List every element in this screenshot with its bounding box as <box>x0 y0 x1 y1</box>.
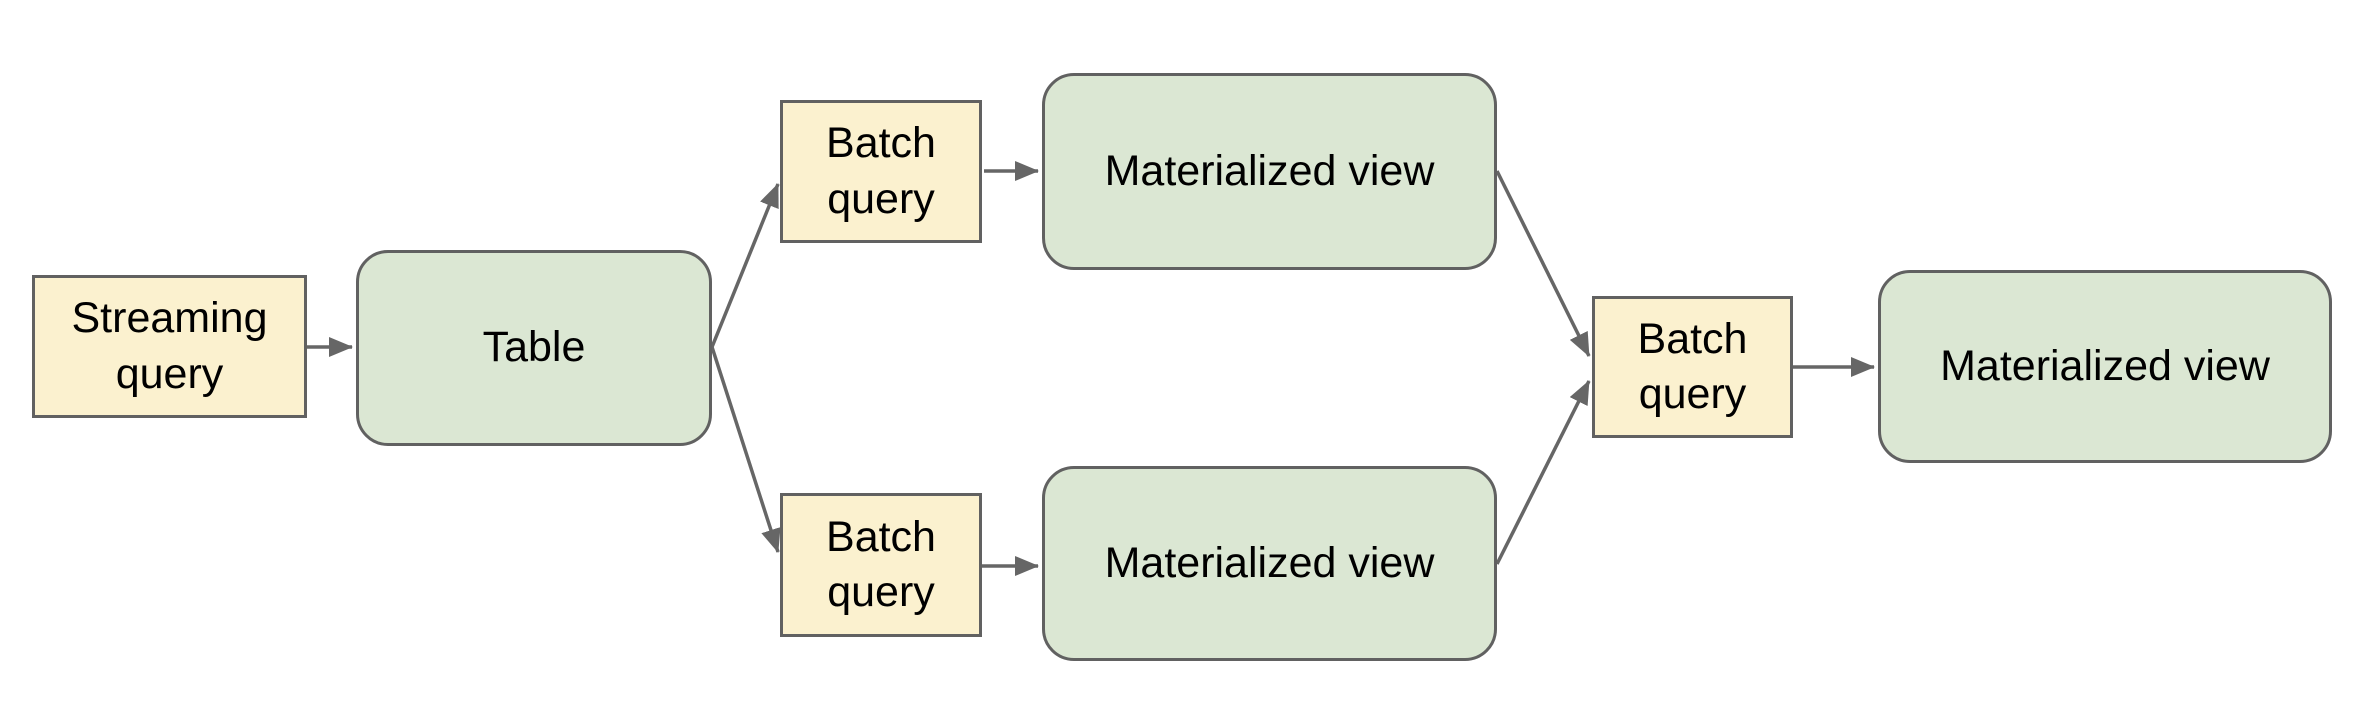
node-table: Table <box>356 250 712 446</box>
node-label-batch-query-bottom: Batch query <box>826 512 936 616</box>
edge-table-to-batch-query-top <box>710 183 780 348</box>
node-label-streaming-query: Streaming query <box>71 294 268 398</box>
node-materialized-view-right: Materialized view <box>1878 270 2332 463</box>
edge-materialized-view-bottom-to-batch-query-right <box>1495 380 1591 565</box>
node-materialized-view-top: Materialized view <box>1042 73 1497 270</box>
node-label-materialized-view-bottom: Materialized view <box>1104 538 1435 587</box>
node-batch-query-top: Batch query <box>780 100 982 243</box>
node-label-batch-query-right: Batch query <box>1637 314 1748 418</box>
node-streaming-query: Streaming query <box>32 275 307 418</box>
edge-materialized-view-top-to-batch-query-right <box>1495 170 1591 357</box>
node-materialized-view-bottom: Materialized view <box>1042 466 1497 661</box>
edge-table-to-batch-query-bottom <box>710 346 781 553</box>
node-label-materialized-view-right: Materialized view <box>1940 341 2270 390</box>
node-batch-query-bottom: Batch query <box>780 493 982 637</box>
node-label-table: Table <box>482 323 586 372</box>
node-label-materialized-view-top: Materialized view <box>1104 146 1435 195</box>
node-label-batch-query-top: Batch query <box>826 119 936 223</box>
node-batch-query-right: Batch query <box>1592 296 1793 438</box>
